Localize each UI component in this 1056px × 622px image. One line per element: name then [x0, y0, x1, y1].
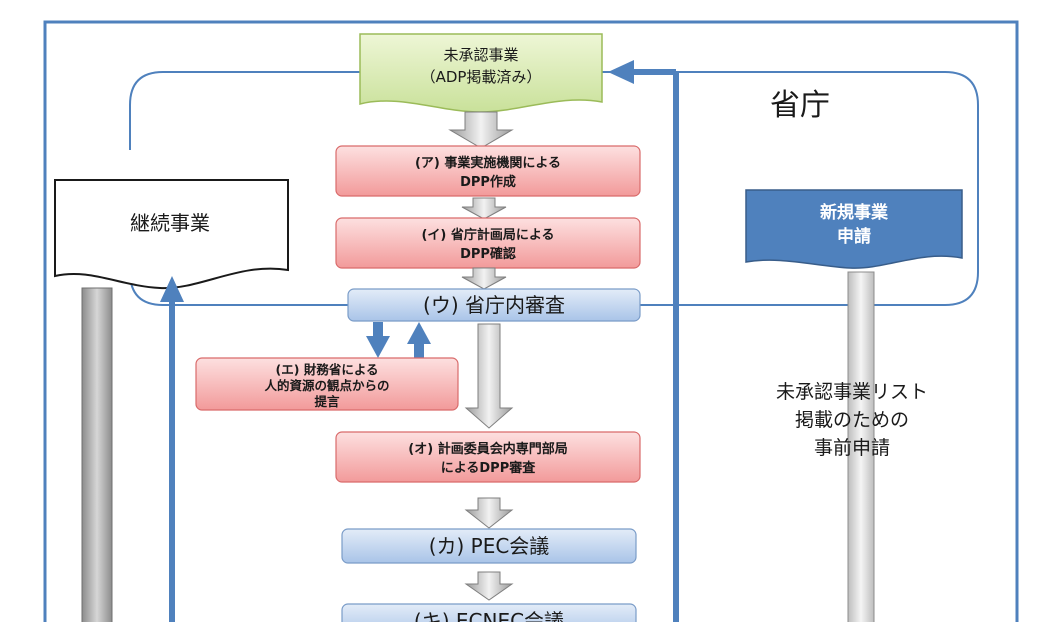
gray-arrow-4: [464, 323, 514, 429]
step-ka-label: (カ) PEC会議: [429, 534, 550, 558]
step-u-label: (ウ) 省庁内審査: [423, 293, 565, 317]
pre-application-line1: 未承認事業リスト: [776, 381, 928, 403]
ministry-label: 省庁: [770, 88, 830, 123]
unapproved-projects-line1: 未承認事業: [443, 46, 518, 64]
e-to-u-arrow-shaft: [414, 342, 424, 358]
step-ki-box: [341, 603, 637, 622]
u-to-e-arrow-shaft: [373, 322, 383, 338]
ministry-boundary: [129, 71, 979, 306]
step-a-line2: DPP作成: [460, 174, 516, 190]
step-a-box: [335, 145, 641, 197]
gray-arrow-3: [461, 267, 507, 290]
pre-application-line2: 掲載のための: [795, 409, 909, 431]
outer-frame: [43, 20, 1019, 622]
new-project-line2: 申請: [837, 226, 871, 247]
u-to-e-arrow-head: [366, 336, 390, 358]
step-o-line2: によるDPP審査: [441, 460, 536, 476]
step-e-line3: 提言: [314, 394, 340, 409]
unapproved-projects-line2: （ADP掲載済み）: [421, 68, 542, 86]
e-to-u-arrow-head: [407, 322, 431, 344]
step-e-line2: 人的資源の観点からの: [264, 378, 389, 393]
step-e-line1: (エ) 財務省による: [276, 362, 379, 377]
new-project-line1: 新規事業: [820, 202, 888, 223]
step-i-line1: (イ) 省庁計画局による: [421, 227, 554, 243]
step-u-box: [347, 288, 641, 322]
step-o-line1: (オ) 計画委員会内専門部局: [408, 441, 567, 457]
gray-arrow-5: [464, 497, 514, 529]
gray-arrow-1: [448, 111, 514, 149]
continuing-projects-doc: [54, 179, 289, 290]
step-i-line2: DPP確認: [460, 246, 516, 262]
gray-arrow-6: [464, 571, 514, 601]
gray-arrow-2: [461, 197, 507, 220]
feedback-arrow-right-head: [608, 60, 634, 84]
step-a-line1: (ア) 事業実施機関による: [415, 155, 561, 171]
step-ka-box: [341, 528, 637, 564]
step-ki-label: (キ) ECNEC会議: [414, 609, 564, 622]
new-project-bar: [847, 271, 875, 622]
new-project-application-doc: [745, 189, 963, 269]
step-e-box: [195, 357, 459, 411]
continuing-arrow-head: [160, 276, 184, 302]
continuing-projects-bar: [81, 287, 113, 622]
step-o-box: [335, 431, 641, 483]
continuing-projects-label: 継続事業: [130, 211, 210, 235]
pre-application-line3: 事前申請: [814, 437, 890, 459]
